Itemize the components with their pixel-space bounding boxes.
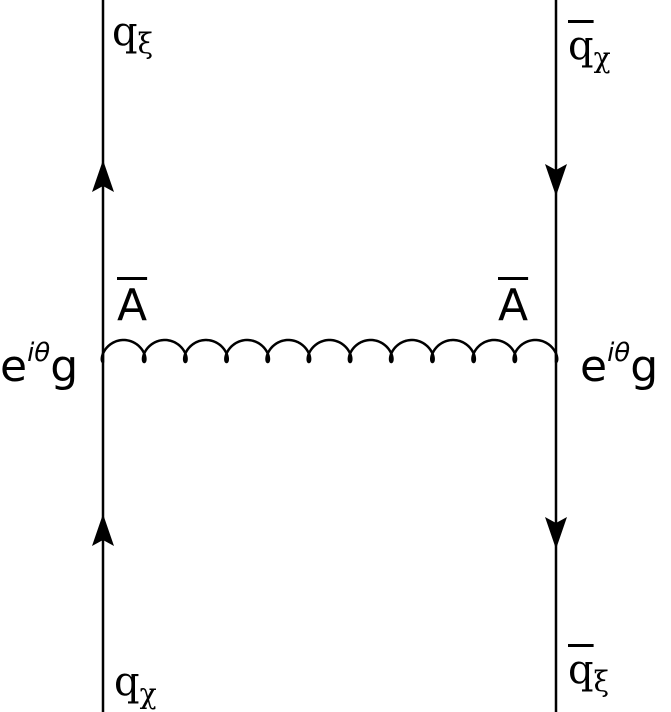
- label-bottom-left: qχ: [114, 659, 157, 710]
- label-gluon-left: A: [117, 280, 148, 331]
- gluon-propagator: [100, 338, 559, 364]
- label-top-left: qξ: [112, 9, 154, 60]
- label-gluon-right: A: [498, 280, 529, 331]
- label-vertex-right: eiθg: [580, 338, 659, 392]
- label-top-right: qχ: [568, 23, 611, 74]
- label-bottom-right: qξ: [568, 647, 610, 698]
- left-upper-arrow: [92, 160, 114, 192]
- right-upper-arrow: [545, 164, 567, 196]
- left-lower-arrow: [92, 514, 114, 546]
- right-lower-arrow: [545, 517, 567, 549]
- label-vertex-left: eiθg: [0, 338, 79, 392]
